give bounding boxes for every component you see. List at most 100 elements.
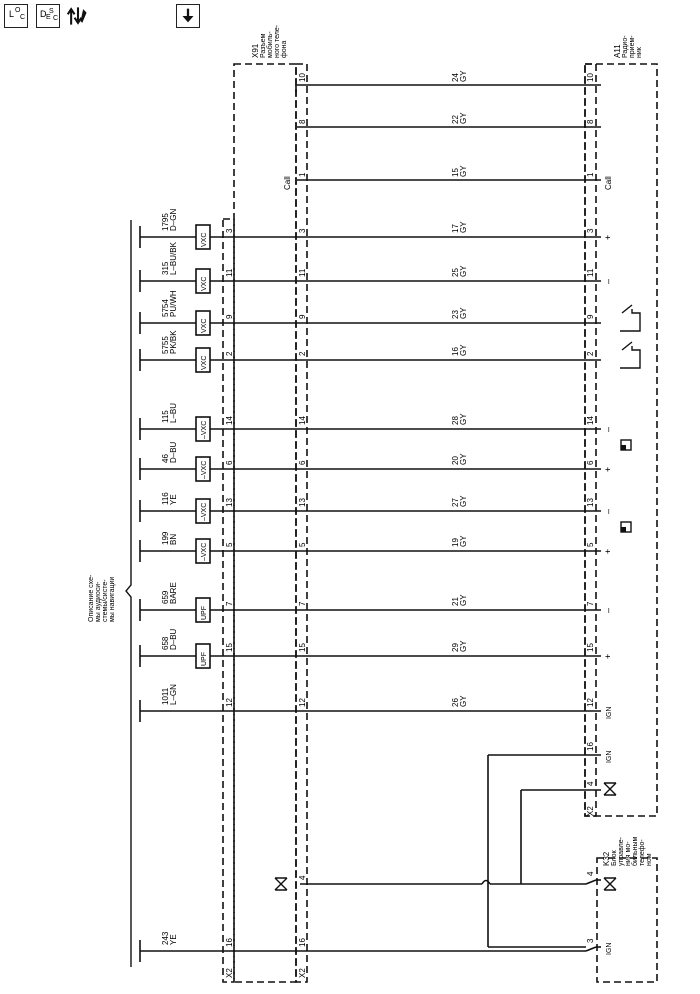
k32-label-line-1: управле- — [618, 836, 625, 866]
wire-color-6: YE — [169, 494, 178, 505]
k32-label-line-2: ния мо- — [625, 841, 632, 866]
pin-left-5: 6 — [225, 460, 234, 465]
location-button[interactable]: L O C — [4, 4, 28, 28]
loc-sub-o: O — [15, 7, 21, 14]
pin-right-3: 2 — [586, 351, 595, 356]
wire-num-5: 46 — [161, 454, 170, 463]
reference-label-line-1: мы аудиоси- — [95, 581, 102, 622]
a11-label-line-2: ник — [636, 46, 643, 58]
x2-mid-label: X2 — [298, 968, 307, 978]
pin-right-8: 7 — [586, 601, 595, 606]
top-wire-num-0: 24 — [451, 73, 460, 82]
right-wire-num-7: 19 — [451, 538, 460, 547]
right-wire-num-1: 25 — [451, 268, 460, 277]
k32-label-line-5: ном — [646, 853, 653, 866]
right-wire-color-9: GY — [459, 640, 468, 652]
desc-sub-e: E — [46, 14, 51, 21]
pin-mid-7: 5 — [298, 542, 307, 547]
right-wire-num-6: 27 — [451, 498, 460, 507]
right-wire-color-5: GY — [459, 453, 468, 465]
filter-label-8: UPF — [201, 606, 208, 620]
wire-243-pin-mid: 16 — [298, 938, 307, 947]
right-wire-num-3: 16 — [451, 347, 460, 356]
a11-label-line-0: Радио- — [622, 35, 629, 58]
pin-mid-10: 12 — [298, 698, 307, 707]
x91-pin4-label: 4 — [298, 875, 307, 880]
right-wire-num-8: 21 — [451, 597, 460, 606]
pin-right-5: 6 — [586, 460, 595, 465]
desc-main: D — [40, 9, 47, 19]
x91-ground-icon — [274, 877, 288, 891]
right-wire-color-4: GY — [459, 413, 468, 425]
description-button[interactable]: D E S C — [36, 4, 60, 28]
wire-color-7: BN — [169, 534, 178, 545]
a11-label-line-1: прием- — [629, 35, 636, 58]
pin-left-8: 7 — [225, 601, 234, 606]
top-wire-num-1: 22 — [451, 115, 460, 124]
pin-symbol-7: + — [603, 549, 613, 554]
k32-id: K32 — [602, 851, 611, 866]
top-pin-right-0: 10 — [586, 73, 595, 82]
right-wire-color-3: GY — [459, 344, 468, 356]
wire-num-4: 115 — [161, 410, 170, 423]
down-arrow-button[interactable] — [176, 4, 200, 28]
pin-right-4: 14 — [586, 416, 595, 425]
wire-num-10: 1011 — [161, 687, 170, 705]
top-wire-color-2: GY — [459, 165, 468, 177]
wire-color-1: L–BU/BK — [169, 241, 178, 275]
top-pin-mid-1: 8 — [298, 119, 307, 124]
wire-243-num: 243 — [161, 931, 170, 945]
top-pin-mid-2: 1 — [298, 172, 307, 177]
pin-symbol-6: – — [603, 509, 613, 514]
x91-id: X91 — [251, 43, 260, 58]
right-wire-color-10: GY — [459, 695, 468, 707]
pin-mid-1: 11 — [298, 268, 307, 277]
right-wire-num-5: 20 — [451, 456, 460, 465]
right-wire-num-2: 23 — [451, 310, 460, 319]
reference-label-line-3: мы навигации — [109, 577, 116, 622]
a11-x2-label: X2 — [586, 806, 595, 816]
channel-icon-fill-0 — [621, 445, 626, 450]
right-wire-color-7: GY — [459, 535, 468, 547]
x91-label-line-3: фона — [281, 40, 288, 58]
filter-label-4: –VXC — [201, 421, 208, 439]
pin-mid-0: 3 — [298, 228, 307, 233]
top-pin-right-2: 1 — [586, 172, 595, 177]
a11-ign-label: IGN — [606, 751, 613, 763]
pin-right-0: 3 — [586, 228, 595, 233]
right-wire-color-8: GY — [459, 594, 468, 606]
wrench-arrows-icon — [66, 7, 87, 25]
right-wire-num-4: 28 — [451, 416, 460, 425]
pin-left-1: 11 — [225, 268, 234, 277]
right-wire-num-10: 26 — [451, 698, 460, 707]
down-arrow-icon — [182, 8, 194, 23]
wire-num-2: 5754 — [161, 299, 170, 317]
pin-right-10: 12 — [586, 698, 595, 707]
filter-label-1: VXC — [201, 277, 208, 291]
channel-icon-fill-1 — [621, 527, 626, 532]
pin-right-1: 11 — [586, 268, 595, 277]
wire-color-9: D–BU — [169, 628, 178, 650]
pin-left-3: 2 — [225, 351, 234, 356]
pin-mid-3: 2 — [298, 351, 307, 356]
pin-left-10: 12 — [225, 698, 234, 707]
wire-crossover-hop — [481, 879, 491, 885]
pin-right-9: 15 — [586, 643, 595, 652]
pin-symbol-4: – — [603, 427, 613, 432]
pin-symbol-10: IGN — [606, 707, 613, 719]
pin-symbol-8: – — [603, 608, 613, 613]
pin-left-0: 3 — [225, 228, 234, 233]
pin-right-6: 13 — [586, 498, 595, 507]
connector-tool-button[interactable] — [66, 4, 90, 28]
a11-ground-icon — [603, 782, 617, 796]
top-pin-mid-0: 10 — [298, 73, 307, 82]
right-wire-color-6: GY — [459, 495, 468, 507]
x91-pin4-slant — [585, 879, 597, 885]
filter-label-5: –VXC — [201, 461, 208, 479]
filter-label-0: VXC — [201, 233, 208, 247]
wire-color-3: PK/BK — [169, 330, 178, 354]
speaker-switch-0 — [620, 304, 641, 332]
wire-num-7: 199 — [161, 531, 170, 545]
a11-pin4: 4 — [586, 781, 595, 786]
top-wire-num-2: 15 — [451, 168, 460, 177]
